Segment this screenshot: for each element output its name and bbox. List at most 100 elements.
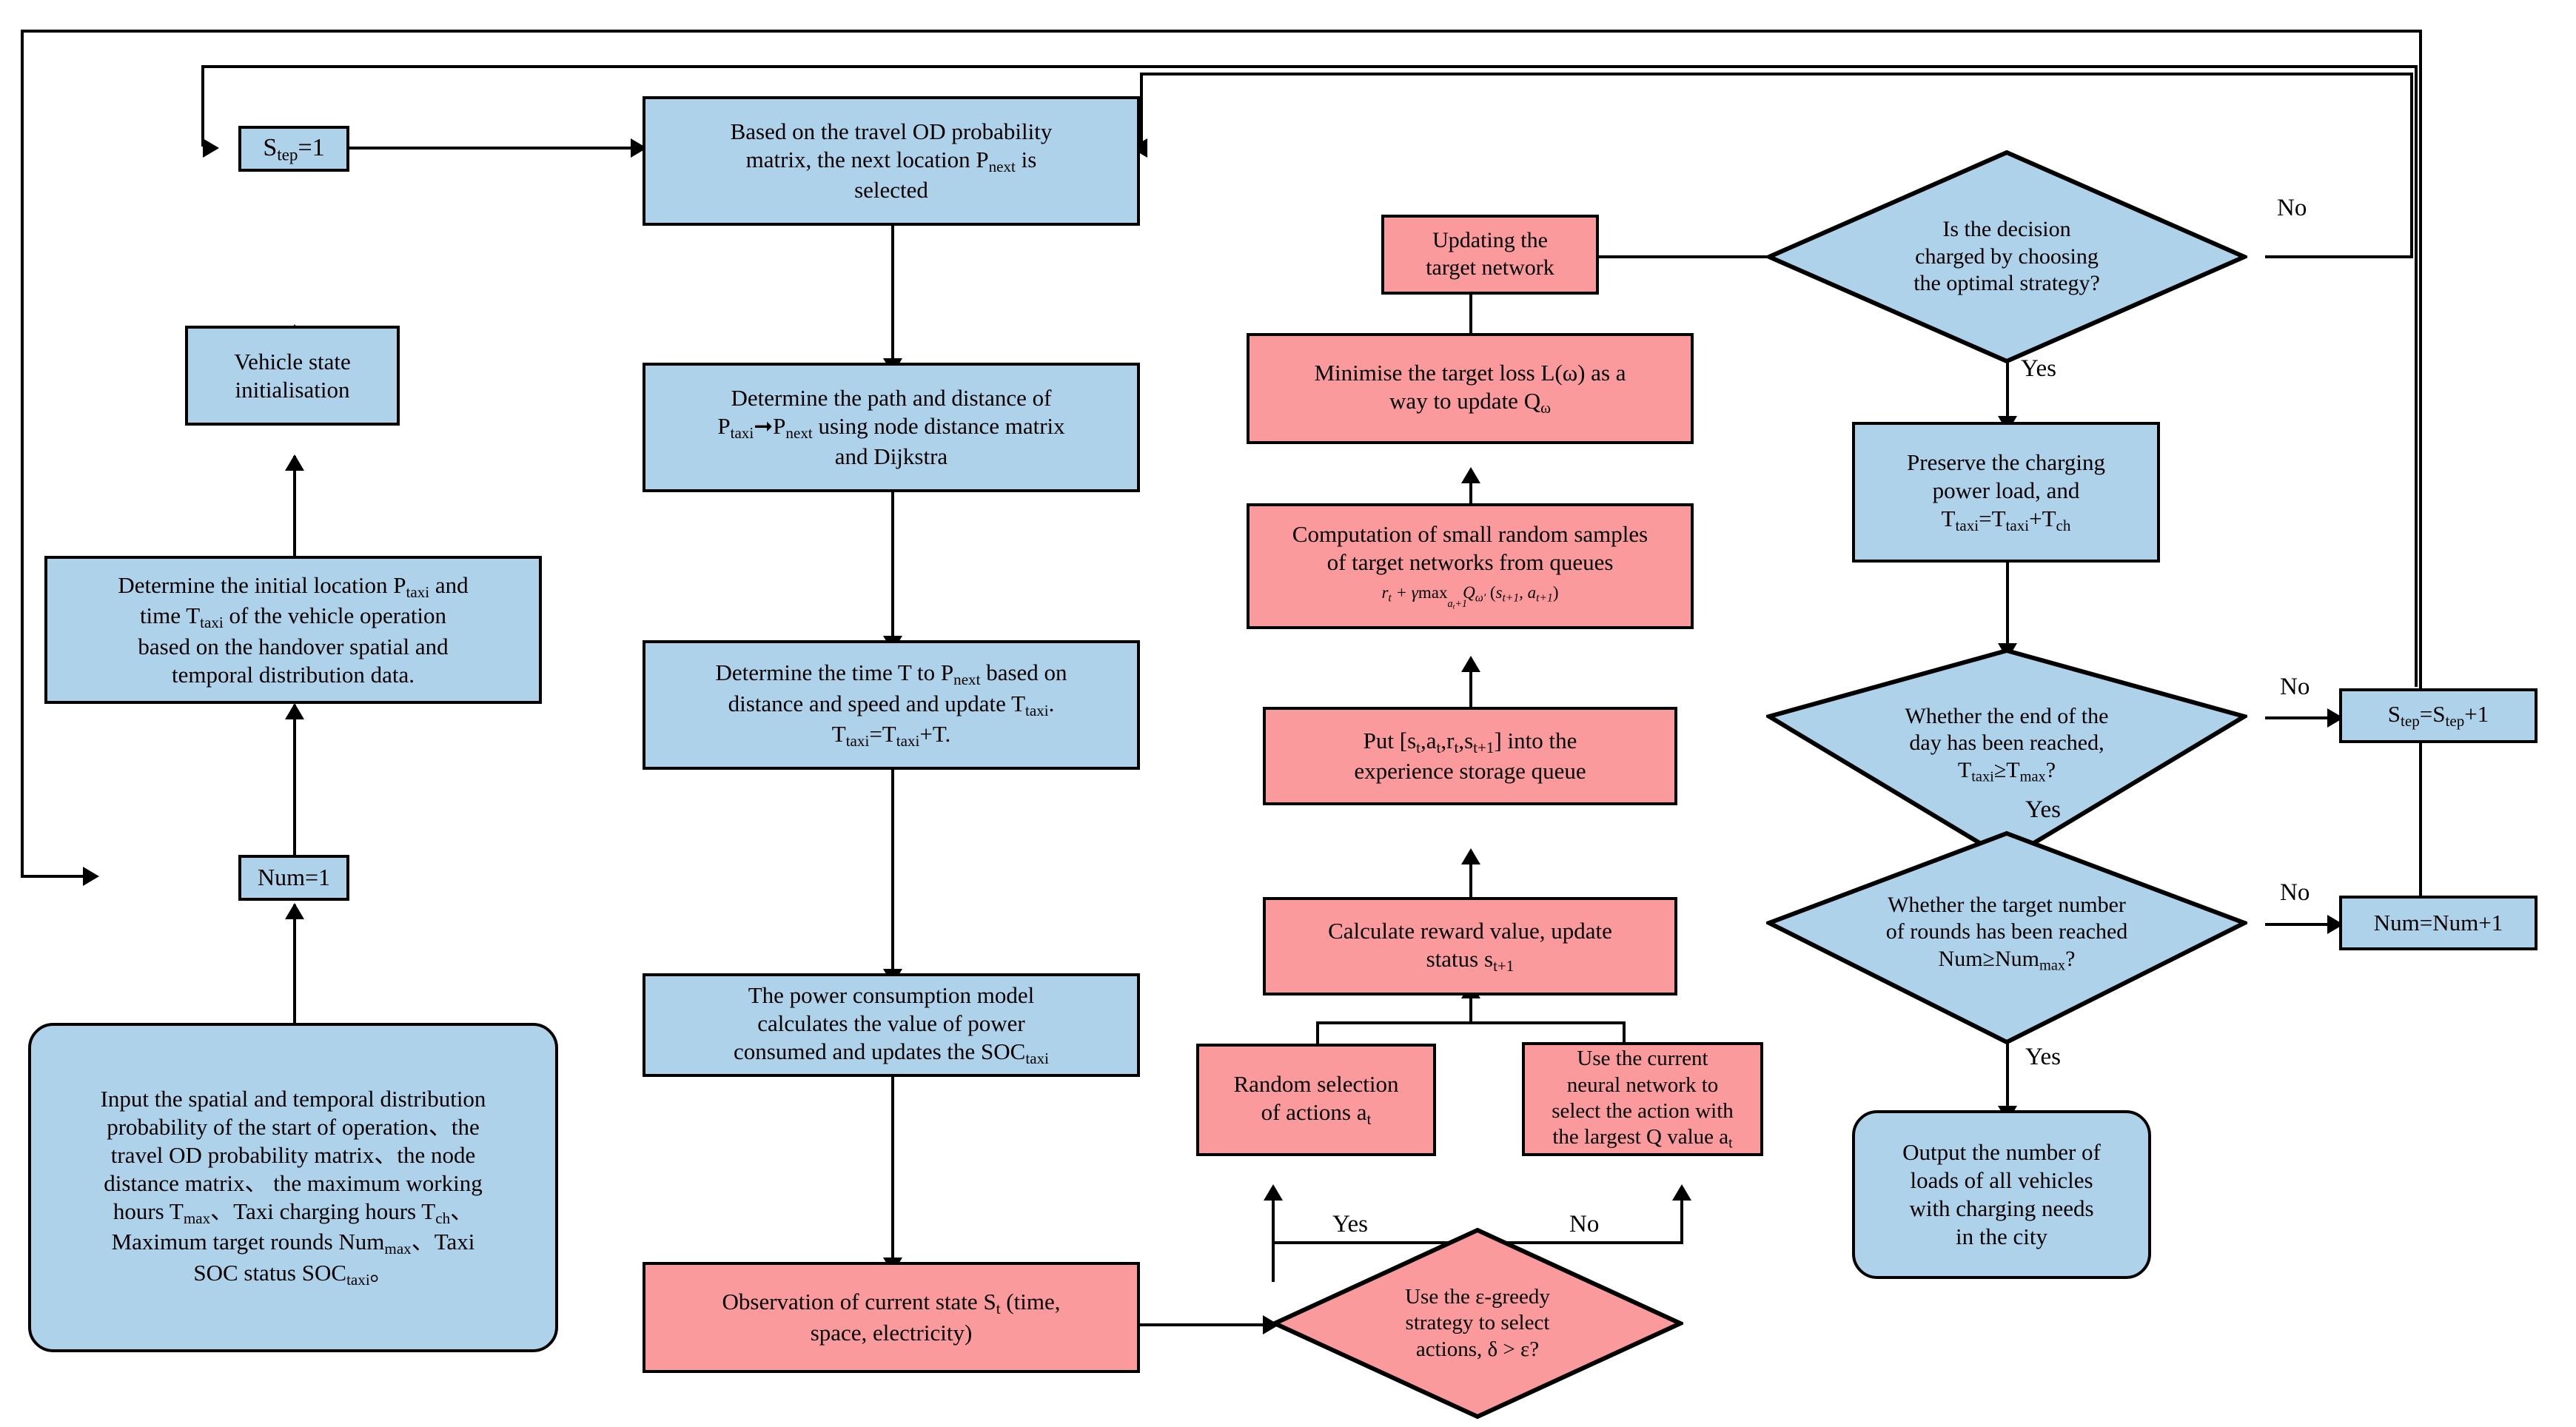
node-num-increment[interactable]: Num=Num+1 (2339, 896, 2538, 950)
edge-num-loop-bottom (21, 875, 95, 878)
edge-greedy-no-to-nn (1680, 1195, 1683, 1243)
diamond-shape-greedy (1272, 1227, 1683, 1420)
arrow-top-loop-into-step (203, 138, 219, 158)
edge-label-charged-no: No (2277, 195, 2307, 221)
arrow-num-loop-into-num (83, 867, 99, 886)
edge-sample-to-minimise (1469, 477, 1472, 514)
node-step-init-label: Step=1 (263, 133, 325, 165)
node-step-init[interactable]: Step=1 (238, 126, 349, 172)
edge-decision-no-right (2265, 255, 2413, 258)
edge-merge-to-reward (1469, 995, 1472, 1024)
edge-reward-to-store (1469, 859, 1472, 897)
edge-random-up (1316, 1021, 1319, 1044)
edge-input-to-num (293, 904, 296, 1023)
node-input-params-label: Input the spatial and temporal distribut… (100, 1086, 486, 1289)
edge-num-loop-top (21, 30, 2422, 33)
edge-num-loop-right-down (2419, 30, 2422, 903)
edge-decision-yes (2006, 363, 2009, 422)
node-step-increment[interactable]: Step=Step+1 (2339, 688, 2538, 743)
edge-label-endofday-no: No (2280, 674, 2310, 700)
edge-num-to-initial (293, 705, 296, 875)
arrow-observation-to-greedy (1263, 1315, 1279, 1334)
edge-update-to-decision (1599, 255, 1858, 258)
edge-num-loop-left (21, 30, 24, 877)
edge-store-to-sample (1469, 666, 1472, 707)
arrow-greedy-yes-into-random (1264, 1184, 1283, 1201)
edge-endofday-no (2265, 716, 2339, 719)
arrow-reward-to-store (1461, 848, 1480, 864)
edge-step-to-select (348, 147, 644, 150)
arrow-greedy-no-into-nn (1672, 1184, 1691, 1201)
edge-decision-no-back (1140, 73, 2413, 75)
arrow-input-to-num (285, 903, 304, 919)
node-determine-initial-label: Determine the initial location Ptaxi and… (118, 571, 469, 688)
edge-greedy-yes-up (1272, 1241, 1275, 1282)
arrow-initial-to-vehicle (285, 454, 304, 471)
edge-top-loop-left-down (201, 65, 204, 147)
node-determine-initial[interactable]: Determine the initial location Ptaxi and… (44, 556, 542, 704)
edge-top-loop-horizontal (201, 65, 2416, 68)
edge-rounds-yes (2006, 1029, 2009, 1110)
arrow-store-to-sample (1461, 656, 1480, 672)
arrow-num-to-initial (285, 703, 304, 719)
edge-label-charged-yes: Yes (2021, 355, 2057, 382)
edge-time-to-power (891, 770, 894, 973)
node-step-increment-label: Step=Step+1 (2387, 701, 2489, 731)
edge-label-greedy-no: No (1569, 1211, 1600, 1238)
node-num-init[interactable]: Num=1 (238, 855, 349, 901)
node-num-increment-label: Num=Num+1 (2373, 910, 2503, 936)
node-observation-state[interactable]: Observation of current state St (time,sp… (643, 1262, 1140, 1373)
edge-label-greedy-yes: Yes (1332, 1211, 1369, 1238)
node-sample-targets-formula: rt + γmaxat+1Qωʹ (st+1, at+1) (1381, 582, 1559, 612)
edge-preserve-to-endofday (2006, 563, 2009, 648)
arrow-sample-to-minimise (1461, 467, 1480, 483)
node-num-init-label: Num=1 (257, 864, 331, 891)
edge-label-rounds-no: No (2280, 879, 2310, 906)
edge-observation-to-greedy (1140, 1323, 1273, 1326)
diamond-shape-decision-charged (1766, 150, 2247, 364)
edge-label-rounds-yes: Yes (2025, 1044, 2062, 1070)
diamond-shape-target-rounds (1766, 830, 2247, 1045)
edge-minimise-to-update (1469, 281, 1472, 333)
node-input-params[interactable]: Input the spatial and temporal distribut… (28, 1023, 558, 1352)
edge-path-to-time (891, 492, 894, 640)
edge-select-to-path (891, 226, 894, 363)
edge-label-endofday-yes: Yes (2025, 796, 2062, 823)
node-observation-state-label: Observation of current state St (time,sp… (722, 1289, 1061, 1346)
